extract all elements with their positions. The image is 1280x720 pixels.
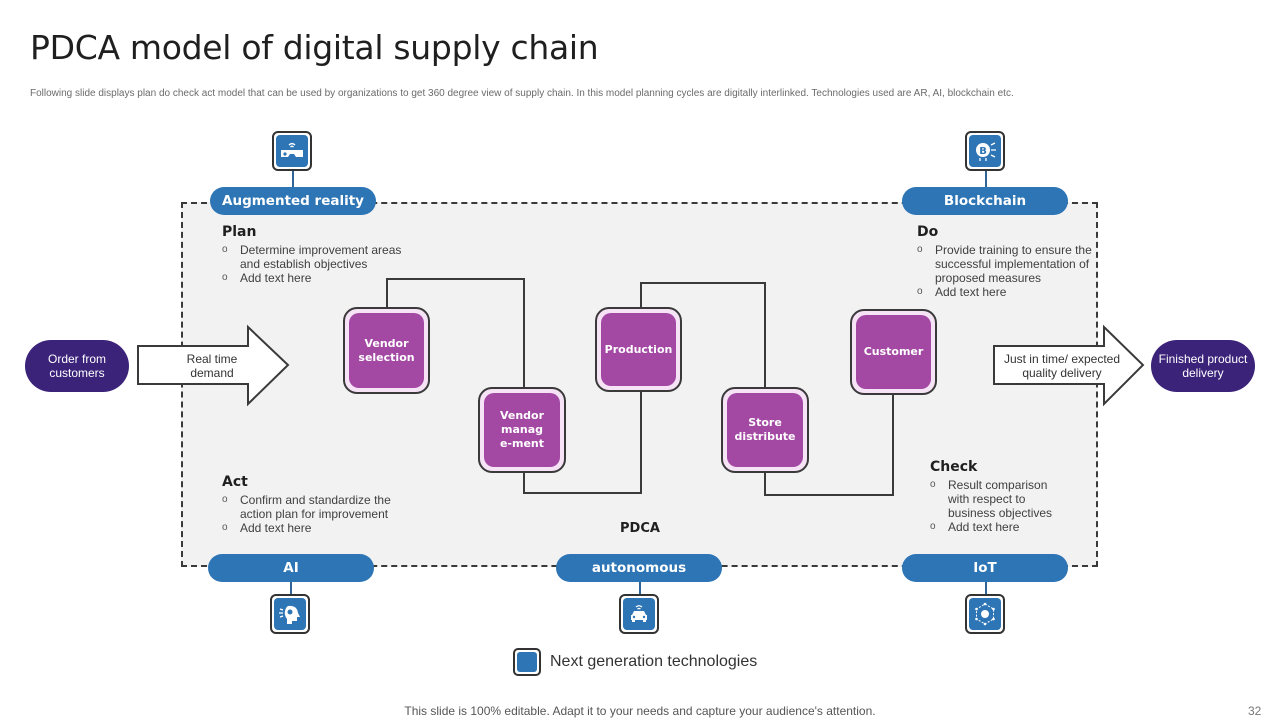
pdca-center-label: PDCA — [620, 521, 660, 536]
autonomous-stem — [639, 582, 641, 594]
tech-pill-iot: IoT — [902, 554, 1068, 582]
plan-section: Plan Determine improvement areas and est… — [222, 224, 422, 285]
legend-swatch — [513, 648, 541, 676]
plan-bullet: Add text here — [222, 271, 422, 285]
flow-node-label: Customer — [856, 315, 931, 389]
input-arrow-label: Real time demand — [186, 352, 238, 380]
act-section: Act Confirm and standardize the action p… — [222, 474, 412, 535]
output-arrow-label: Just in time/ expected quality delivery — [1003, 352, 1121, 380]
flow-node-vendor-selection[interactable]: Vendor selection — [343, 307, 430, 394]
ar-icon-button[interactable] — [272, 131, 312, 171]
flow-node-production[interactable]: Production — [595, 307, 682, 392]
do-bullet: Add text here — [917, 285, 1097, 299]
check-heading: Check — [930, 459, 978, 475]
page-subtitle: Following slide displays plan do check a… — [30, 88, 1014, 99]
input-arrow-shape — [137, 324, 290, 407]
flow-node-label: Vendor manage-ment — [484, 393, 560, 467]
legend-label: Next generation technologies — [550, 653, 758, 670]
autonomous-car-icon — [623, 598, 655, 630]
flow-node-customer[interactable]: Customer — [850, 309, 937, 395]
connector-management-to-production — [523, 390, 642, 494]
flow-node-label: Vendor selection — [349, 313, 424, 388]
check-section: Check Result comparison with respect to … — [930, 459, 1070, 534]
blockchain-icon-button[interactable]: B — [965, 131, 1005, 171]
output-arrow-shape — [993, 324, 1145, 407]
tech-pill-blockchain: Blockchain — [902, 187, 1068, 215]
flow-node-vendor-management[interactable]: Vendor manage-ment — [478, 387, 566, 473]
connector-production-to-store — [640, 282, 766, 389]
plan-bullet: Determine improvement areas and establis… — [222, 243, 422, 271]
blockchain-stem — [985, 171, 987, 187]
svg-text:B: B — [979, 146, 987, 157]
ai-icon-button[interactable] — [270, 594, 310, 634]
ai-stem — [290, 582, 292, 594]
flow-node-store-distribute[interactable]: Store distribute — [721, 387, 809, 473]
vr-headset-icon — [276, 135, 308, 167]
connector-store-to-customer — [764, 392, 894, 496]
tech-pill-augmented-reality: Augmented reality — [210, 187, 376, 215]
page-title: PDCA model of digital supply chain — [30, 28, 599, 67]
iot-stem — [985, 582, 987, 594]
act-heading: Act — [222, 474, 248, 490]
footer-note: This slide is 100% editable. Adapt it to… — [404, 704, 876, 718]
plan-heading: Plan — [222, 224, 257, 240]
bitcoin-chip-icon: B — [969, 135, 1001, 167]
check-bullet: Add text here — [930, 520, 1070, 534]
page-number: 32 — [1248, 704, 1262, 718]
act-bullet: Add text here — [222, 521, 412, 535]
tech-pill-ai: AI — [208, 554, 374, 582]
iot-network-icon — [969, 598, 1001, 630]
do-bullet: Provide training to ensure the successfu… — [917, 243, 1097, 285]
input-oval-order-from-customers: Order from customers — [25, 340, 129, 392]
connector-vendor-selection-to-management — [386, 278, 525, 389]
tech-pill-autonomous: autonomous — [556, 554, 722, 582]
output-oval-finished-product: Finished product delivery — [1151, 340, 1255, 392]
ar-stem — [292, 171, 294, 187]
iot-icon-button[interactable] — [965, 594, 1005, 634]
check-bullet: Result comparison with respect to busine… — [930, 478, 1070, 520]
flow-node-label: Production — [601, 313, 676, 386]
do-heading: Do — [917, 224, 939, 240]
flow-node-label: Store distribute — [727, 393, 803, 467]
act-bullet: Confirm and standardize the action plan … — [222, 493, 412, 521]
ai-head-icon — [274, 598, 306, 630]
do-section: Do Provide training to ensure the succes… — [917, 224, 1097, 299]
autonomous-icon-button[interactable] — [619, 594, 659, 634]
